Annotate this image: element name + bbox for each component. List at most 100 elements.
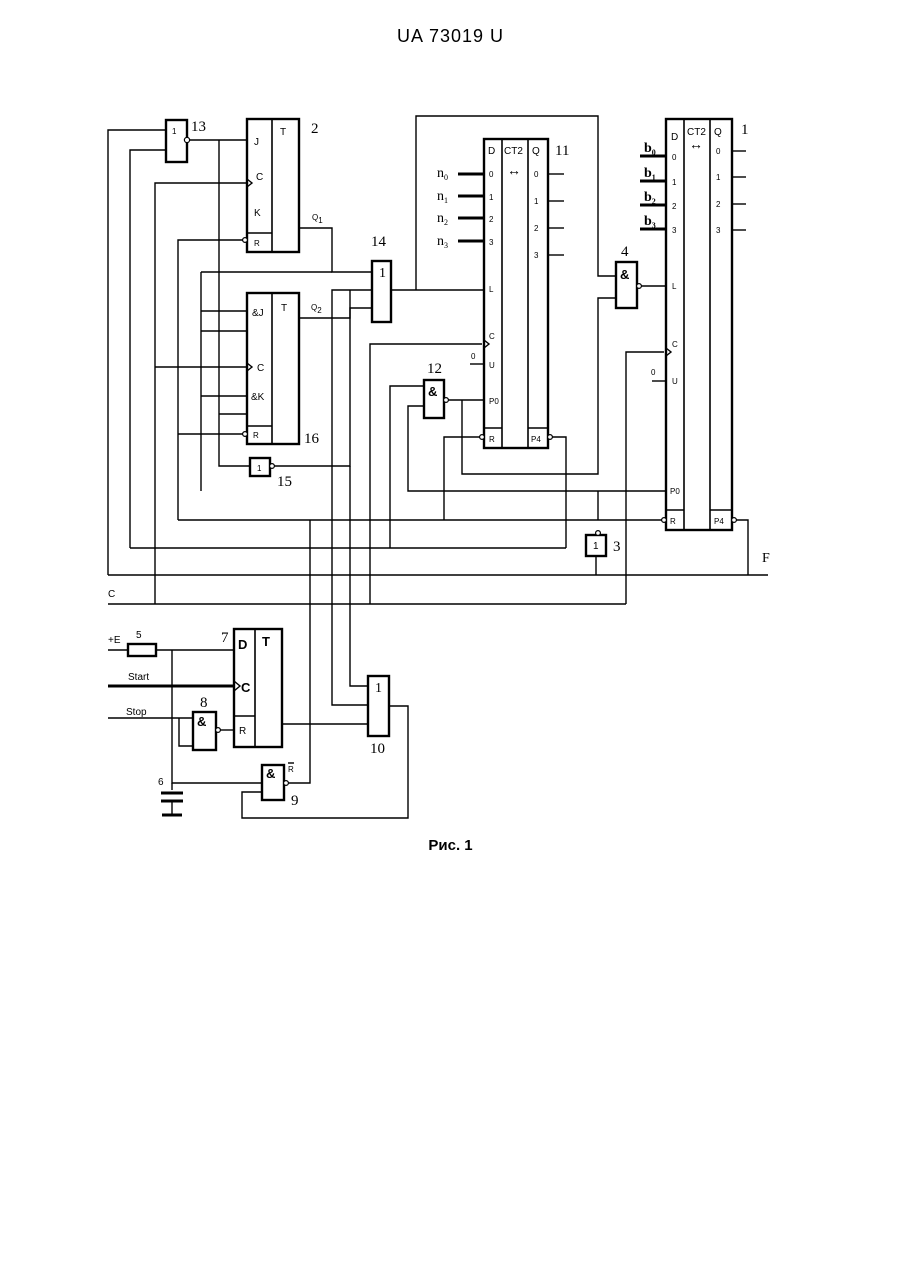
- output-f-label: F: [762, 551, 770, 566]
- gate-9-and: & 9 R: [262, 763, 299, 809]
- gate-12-func: &: [428, 384, 437, 399]
- resistor-5-num: 5: [136, 630, 142, 641]
- trigger-7-pin-d: D: [238, 637, 247, 652]
- b2-label: b2: [644, 190, 656, 206]
- trigger-7-type: T: [262, 634, 270, 649]
- trigger-2-jk: J C K R T 2 Q1: [243, 119, 324, 252]
- capacitor-6-num: 6: [158, 777, 164, 788]
- gate-14-or: 1 14: [371, 234, 391, 322]
- counter-1-ct2: D CT2 Q ↔ 0 1 2 3 0 1 2 3 L C U 0 P0 R P…: [651, 119, 749, 530]
- counter-11-section-ct2: CT2: [504, 146, 523, 157]
- counter-11-ct2: D CT2 Q ↔ 0 1 2 3 0 1 2 3 L C U 0 P0 R P…: [471, 139, 569, 448]
- trigger-2-pin-c: C: [256, 172, 263, 183]
- counter-1-pin-p0: P0: [670, 487, 680, 496]
- counter-1-out-0: 0: [716, 147, 721, 156]
- trigger-16-jk: &J C &K R T 16 Q2: [243, 293, 323, 447]
- b1-label: b1: [644, 166, 656, 182]
- gate-13-func: 1: [172, 127, 177, 136]
- gate-10-num: 10: [370, 741, 385, 757]
- counter-1-num: 1: [741, 122, 749, 138]
- n-inputs: n0 n1 n2 n3: [437, 166, 448, 250]
- trigger-2-type: T: [280, 127, 286, 138]
- gate-12-and: & 12: [424, 361, 448, 418]
- counter-1-out-2: 2: [716, 200, 721, 209]
- counter-11-section-q: Q: [532, 146, 540, 157]
- gate-4-func: &: [620, 267, 629, 282]
- trigger-16-type: T: [281, 303, 287, 314]
- trigger-7-pin-c: C: [241, 680, 251, 695]
- gate-12-num: 12: [427, 361, 442, 377]
- counter-1-pin-r: R: [670, 517, 676, 526]
- n1-label: n1: [437, 189, 448, 205]
- trigger-16-pin-r: R: [253, 431, 259, 440]
- gate-9-num: 9: [291, 793, 299, 809]
- clock-bus-label: C: [108, 589, 115, 600]
- r-bar-label: R: [288, 765, 294, 774]
- counter-11-num: 11: [555, 143, 569, 159]
- counter-1-out-1: 1: [716, 173, 721, 182]
- b-inputs: b0 b1 b2 b3: [644, 141, 656, 230]
- figure-caption: Рис. 1: [0, 837, 901, 854]
- counter-1-pin-c: C: [672, 340, 678, 349]
- counter-11-in-1: 1: [489, 193, 494, 202]
- gate-9-func: &: [266, 766, 275, 781]
- counter-11-in-0: 0: [489, 170, 494, 179]
- gate-8-func: &: [197, 714, 206, 729]
- counter-1-arrow: ↔: [689, 138, 703, 153]
- counter-1-section-d: D: [671, 132, 678, 143]
- gate-8-and: & 8: [193, 695, 220, 750]
- gate-4-and: & 4: [616, 244, 641, 308]
- counter-1-out-3: 3: [716, 226, 721, 235]
- q1-label: Q1: [312, 213, 323, 225]
- counter-11-out-0: 0: [534, 170, 539, 179]
- counter-1-in-0: 0: [672, 153, 677, 162]
- gate-3-num: 3: [613, 539, 621, 555]
- counter-11-pin-p4: P4: [531, 435, 541, 444]
- counter-11-out-3: 3: [534, 251, 539, 260]
- trigger-2-pin-k: K: [254, 208, 261, 219]
- trigger-2-pin-j: J: [254, 137, 259, 148]
- counter-11-in-2: 2: [489, 215, 494, 224]
- gate-10-or: 1 10: [368, 676, 389, 757]
- trigger-7-num: 7: [221, 630, 229, 646]
- supply-label: +E: [108, 635, 121, 646]
- gate-14-func: 1: [379, 266, 386, 281]
- resistor-5: +E 5: [108, 630, 156, 656]
- counter-1-in-1: 1: [672, 178, 677, 187]
- start-label: Start: [128, 672, 149, 683]
- counter-11-in-3: 3: [489, 238, 494, 247]
- stop-label: Stop: [126, 707, 147, 718]
- b3-label: b3: [644, 214, 656, 230]
- gate-15-or: 1 15: [250, 458, 292, 490]
- counter-11-section-d: D: [488, 146, 495, 157]
- counter-11-u-const: 0: [471, 352, 476, 361]
- counter-11-arrow: ↔: [507, 164, 521, 179]
- gate-15-func: 1: [257, 464, 262, 473]
- gate-14-num: 14: [371, 234, 387, 250]
- gate-8-num: 8: [200, 695, 208, 711]
- gate-4-num: 4: [621, 244, 629, 260]
- counter-1-in-2: 2: [672, 202, 677, 211]
- trigger-16-pin-j: &J: [252, 308, 264, 319]
- counter-11-pin-c: C: [489, 332, 495, 341]
- counter-11-pin-r: R: [489, 435, 495, 444]
- counter-11-out-2: 2: [534, 224, 539, 233]
- counter-1-section-q: Q: [714, 127, 722, 138]
- trigger-16-pin-c: C: [257, 363, 264, 374]
- counter-1-pin-p4: P4: [714, 517, 724, 526]
- counter-11-pin-l: L: [489, 285, 494, 294]
- q2-label: Q2: [311, 303, 322, 315]
- trigger-7-pin-r: R: [239, 726, 246, 737]
- gate-10-func: 1: [375, 681, 382, 696]
- gate-15-num: 15: [277, 474, 292, 490]
- gate-13-num: 13: [191, 119, 206, 135]
- n3-label: n3: [437, 234, 448, 250]
- n2-label: n2: [437, 211, 448, 227]
- counter-1-section-ct2: CT2: [687, 127, 706, 138]
- trigger-16-pin-k: &K: [251, 392, 265, 403]
- counter-1-pin-u: U: [672, 377, 678, 386]
- gate-3-func: 1: [593, 541, 599, 552]
- trigger-2-num: 2: [311, 121, 319, 137]
